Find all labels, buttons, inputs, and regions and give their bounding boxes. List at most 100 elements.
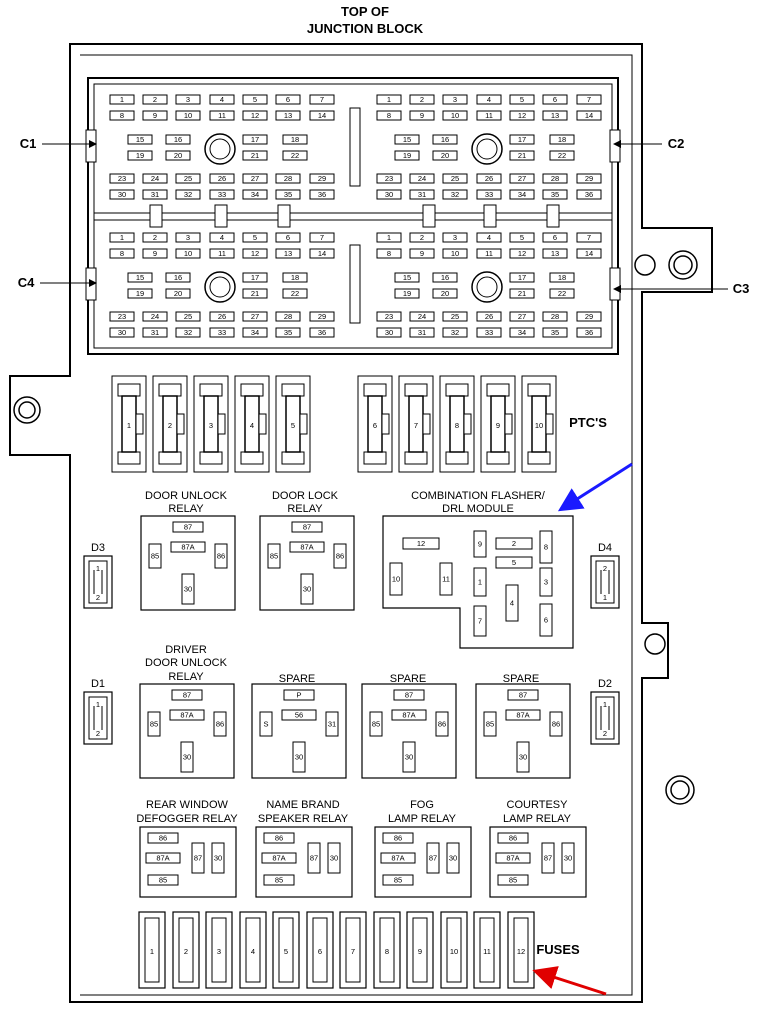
connector-c4-pin-9: 9 xyxy=(153,249,157,258)
relay-courtesy-lamp-term-87: 87 xyxy=(544,854,552,863)
flasher-module-pin-11: 11 xyxy=(442,575,450,584)
fuse-7: 7 xyxy=(339,911,367,989)
relay-spare1-term-30-box xyxy=(292,741,306,773)
connector-c2-pin-23-box xyxy=(376,173,402,184)
connector-c4-pin-35: 35 xyxy=(284,328,292,337)
connector-c1-pin-14: 14 xyxy=(318,111,326,120)
connector-c3-pin-9-box xyxy=(409,248,435,259)
connector-c4-pin-27: 27 xyxy=(251,312,259,321)
connector-c3-pin-16: 16 xyxy=(441,273,449,282)
connector-c2-pin-27: 27 xyxy=(518,174,526,183)
connector-c4-pin-36-box xyxy=(309,327,335,338)
relay-name-brand-speaker-term-87a-box xyxy=(261,852,297,864)
connector-c3-pin-17: 17 xyxy=(518,273,526,282)
courtesy-title2: LAMP RELAY xyxy=(503,813,572,825)
connector-c1-pin-19-box xyxy=(127,150,153,161)
connector-c4-pin-3-box xyxy=(175,232,201,243)
name-brand-title1: NAME BRAND xyxy=(266,799,339,811)
connector-c3-pin-3: 3 xyxy=(453,233,457,242)
relay-courtesy-lamp-term-87a-box xyxy=(495,852,531,864)
connector-c1-pin-31-box xyxy=(142,189,168,200)
connector-c3-pin-29: 29 xyxy=(585,312,593,321)
connector-c1-pin-23: 23 xyxy=(118,174,126,183)
connector-c4-pin-18: 18 xyxy=(291,273,299,282)
connector-c2-pin-10: 10 xyxy=(451,111,459,120)
connector-c2-pin-4-box xyxy=(476,94,502,105)
connector-c4-pin-20-box xyxy=(165,288,191,299)
flasher-module-pin-8-box xyxy=(539,530,553,564)
relay-driver-door-unlock-term-86: 86 xyxy=(216,720,224,729)
connector-c2-pin-35-box xyxy=(542,189,568,200)
connector-c4-pin-23-box xyxy=(109,311,135,322)
fuse-4: 4 xyxy=(239,911,267,989)
connector-c4-pin-31: 31 xyxy=(151,328,159,337)
relay-rear-window-defogger-term-87: 87 xyxy=(194,854,202,863)
relay-spare1-term-p: P xyxy=(296,691,301,700)
diode-d4-pin-bottom: 1 xyxy=(603,593,607,602)
connector-c1-pin-20-box xyxy=(165,150,191,161)
relay-name-brand-speaker-term-30: 30 xyxy=(330,854,338,863)
mounting-holes xyxy=(13,250,698,805)
connector-c2-pin-1-box xyxy=(376,94,402,105)
connector-c1-pin-4-box xyxy=(209,94,235,105)
connector-c2-pin-14: 14 xyxy=(585,111,593,120)
connector-c2-pin-26: 26 xyxy=(485,174,493,183)
connector-c3-pin-14-box xyxy=(576,248,602,259)
connector-c1-pin-7: 7 xyxy=(320,95,324,104)
connector-c2-pin-29: 29 xyxy=(585,174,593,183)
fuse-label-3: 3 xyxy=(217,947,221,956)
connector-c3-pin-36-box xyxy=(576,327,602,338)
connector-c4-pin-15-box xyxy=(127,272,153,283)
relay-rear-window-defogger-term-86-box xyxy=(147,832,179,844)
relay-driver-door-unlock-term-87a: 87A xyxy=(180,711,193,720)
fuse-label-12: 12 xyxy=(517,947,525,956)
connector-c3-pin-23: 23 xyxy=(385,312,393,321)
connector-c3-pin-13-box xyxy=(542,248,568,259)
connector-c1-pin-14-box xyxy=(309,110,335,121)
ptc-8: 8 xyxy=(439,375,475,473)
block-outline xyxy=(9,43,713,1003)
relay-door-lock-term-85: 85 xyxy=(270,552,278,561)
connector-c1-pin-27: 27 xyxy=(251,174,259,183)
connector-c1-pin-13-box xyxy=(275,110,301,121)
connector-c4-pin-33-box xyxy=(209,327,235,338)
ptc-label: PTC'S xyxy=(569,415,607,430)
connector-c4-pin-1: 1 xyxy=(120,233,124,242)
relay-fog-lamp-term-30-box xyxy=(446,842,460,874)
connector-c1-pin-18: 18 xyxy=(291,135,299,144)
connector-c4-pin-12-box xyxy=(242,248,268,259)
flasher-module-pin-9: 9 xyxy=(478,540,482,549)
ptc-label-1: 1 xyxy=(127,421,131,430)
connector-c2-pin-15: 15 xyxy=(403,135,411,144)
connector-c4-pin-25: 25 xyxy=(184,312,192,321)
connector-c2-pin-21: 21 xyxy=(518,151,526,160)
relay-spare1-term-s: S xyxy=(263,720,268,729)
ptc-2: 2 xyxy=(152,375,188,473)
relay-door-unlock-term-85: 85 xyxy=(151,552,159,561)
connector-c2-pin-20-box xyxy=(432,150,458,161)
connector-c2-pin-3: 3 xyxy=(453,95,457,104)
relay-spare3-term-87a-box xyxy=(505,709,541,721)
flasher-module-pin-6: 6 xyxy=(544,616,548,625)
connector-c1-pin-5-box xyxy=(242,94,268,105)
fuse-label-2: 2 xyxy=(184,947,188,956)
connector-c3-pin-12: 12 xyxy=(518,249,526,258)
connector-c2-pin-2: 2 xyxy=(420,95,424,104)
connector-c3-pin-6-box xyxy=(542,232,568,243)
relay-name-brand-speaker-term-87-box xyxy=(307,842,321,874)
connector-c3-pin-2-box xyxy=(409,232,435,243)
flasher-module-pin-4: 4 xyxy=(510,599,514,608)
connector-c4-pin-16-box xyxy=(165,272,191,283)
connector-c4-pin-21: 21 xyxy=(251,289,259,298)
rear-window-title1: REAR WINDOW xyxy=(146,799,229,811)
connector-c4-pin-22: 22 xyxy=(291,289,299,298)
flasher-module-pin-11-box xyxy=(439,562,453,596)
connector-c1-pin-8-box xyxy=(109,110,135,121)
connector-latches xyxy=(149,204,560,228)
connector-c3-pin-29-box xyxy=(576,311,602,322)
connector-c4-pin-35-box xyxy=(275,327,301,338)
